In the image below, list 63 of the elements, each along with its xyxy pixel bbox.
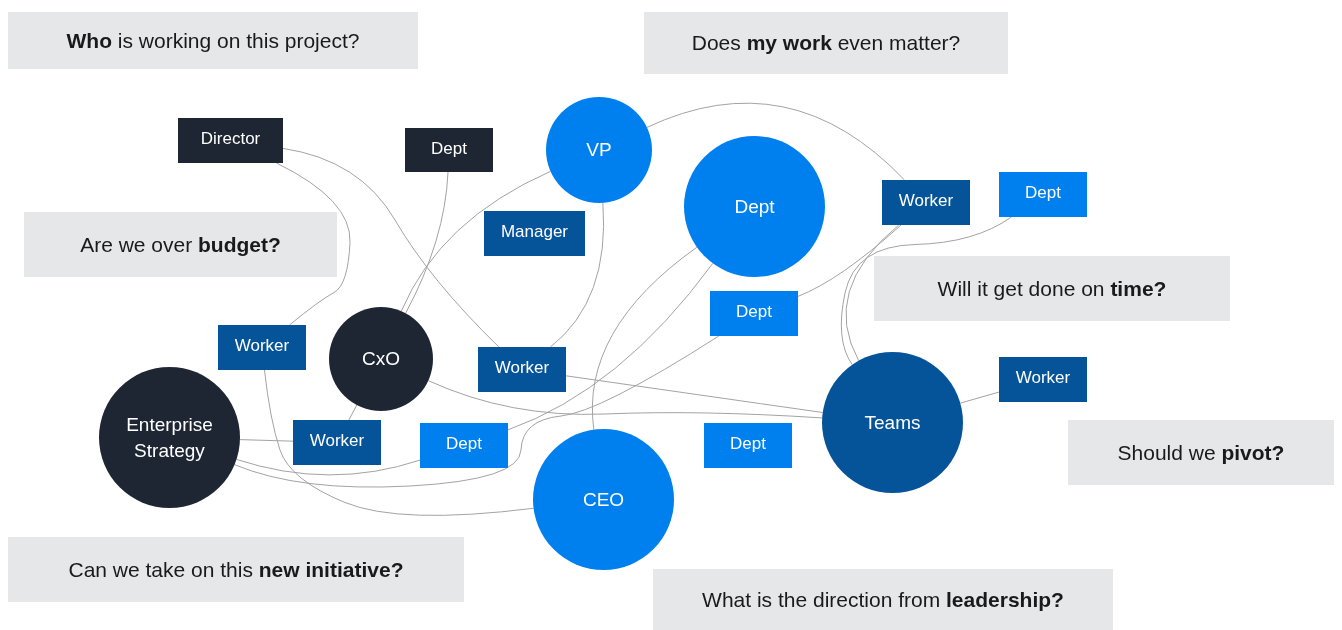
connector-line (840, 216, 1012, 366)
role-box (999, 357, 1087, 402)
role-label: Dept (446, 433, 482, 455)
question-box (1068, 420, 1334, 485)
role-box (999, 172, 1087, 217)
connector-line (507, 262, 714, 431)
question-text: Who is working on this project? (66, 27, 360, 54)
connector-line (405, 171, 449, 314)
role-label: Teams (864, 410, 921, 435)
connector-line (348, 404, 358, 421)
connector-line (646, 102, 906, 181)
role-label: Worker (494, 357, 550, 379)
role-box (178, 118, 283, 163)
role-label: Dept (431, 138, 467, 160)
role-label: Enterprise Strategy (125, 412, 214, 463)
role-label: Dept (736, 301, 772, 323)
question-text: Should we pivot? (1117, 439, 1285, 466)
role-box (478, 347, 566, 392)
connector-line (550, 202, 605, 348)
connector-line (565, 375, 824, 414)
role-label: Dept (1025, 182, 1061, 204)
connector-line (591, 246, 698, 431)
question-text: What is the direction from leadership? (702, 587, 1064, 614)
role-box (484, 211, 585, 256)
question-text: Can we take on this new initiative? (68, 556, 404, 583)
question-text: Will it get done on time? (937, 275, 1167, 302)
role-label: Worker (1015, 367, 1071, 389)
role-label: CEO (582, 487, 625, 512)
role-label: Dept (734, 194, 775, 219)
role-box (704, 423, 792, 468)
role-box (420, 423, 508, 468)
role-box (293, 420, 381, 465)
question-box (8, 12, 418, 69)
role-label: Manager (500, 221, 569, 243)
role-label: CxO (362, 347, 400, 371)
role-label: Dept (730, 433, 766, 455)
connector-line (845, 224, 900, 362)
connector-line (275, 162, 351, 326)
connector-line (236, 458, 421, 476)
question-box (644, 12, 1008, 74)
question-box (653, 569, 1113, 630)
question-box (24, 212, 337, 277)
connector-line (797, 224, 902, 297)
connector-line (264, 369, 535, 516)
role-label: Director (200, 128, 261, 150)
role-label: Worker (898, 190, 954, 212)
question-box (874, 256, 1230, 321)
connector-line (427, 380, 823, 419)
connector-line (239, 439, 294, 442)
role-label: VP (586, 138, 612, 162)
connector-line (959, 391, 1000, 404)
question-box (8, 537, 464, 602)
connector-line (234, 335, 720, 488)
role-box (710, 291, 798, 336)
connector-line (400, 170, 551, 312)
role-label: Worker (309, 430, 365, 452)
role-box (882, 180, 970, 225)
connector-line (282, 147, 500, 348)
question-text: Does my work even matter? (691, 30, 961, 57)
role-box (218, 325, 306, 370)
role-box (405, 128, 493, 172)
role-label: Worker (234, 335, 290, 357)
question-text: Are we over budget? (80, 231, 281, 258)
